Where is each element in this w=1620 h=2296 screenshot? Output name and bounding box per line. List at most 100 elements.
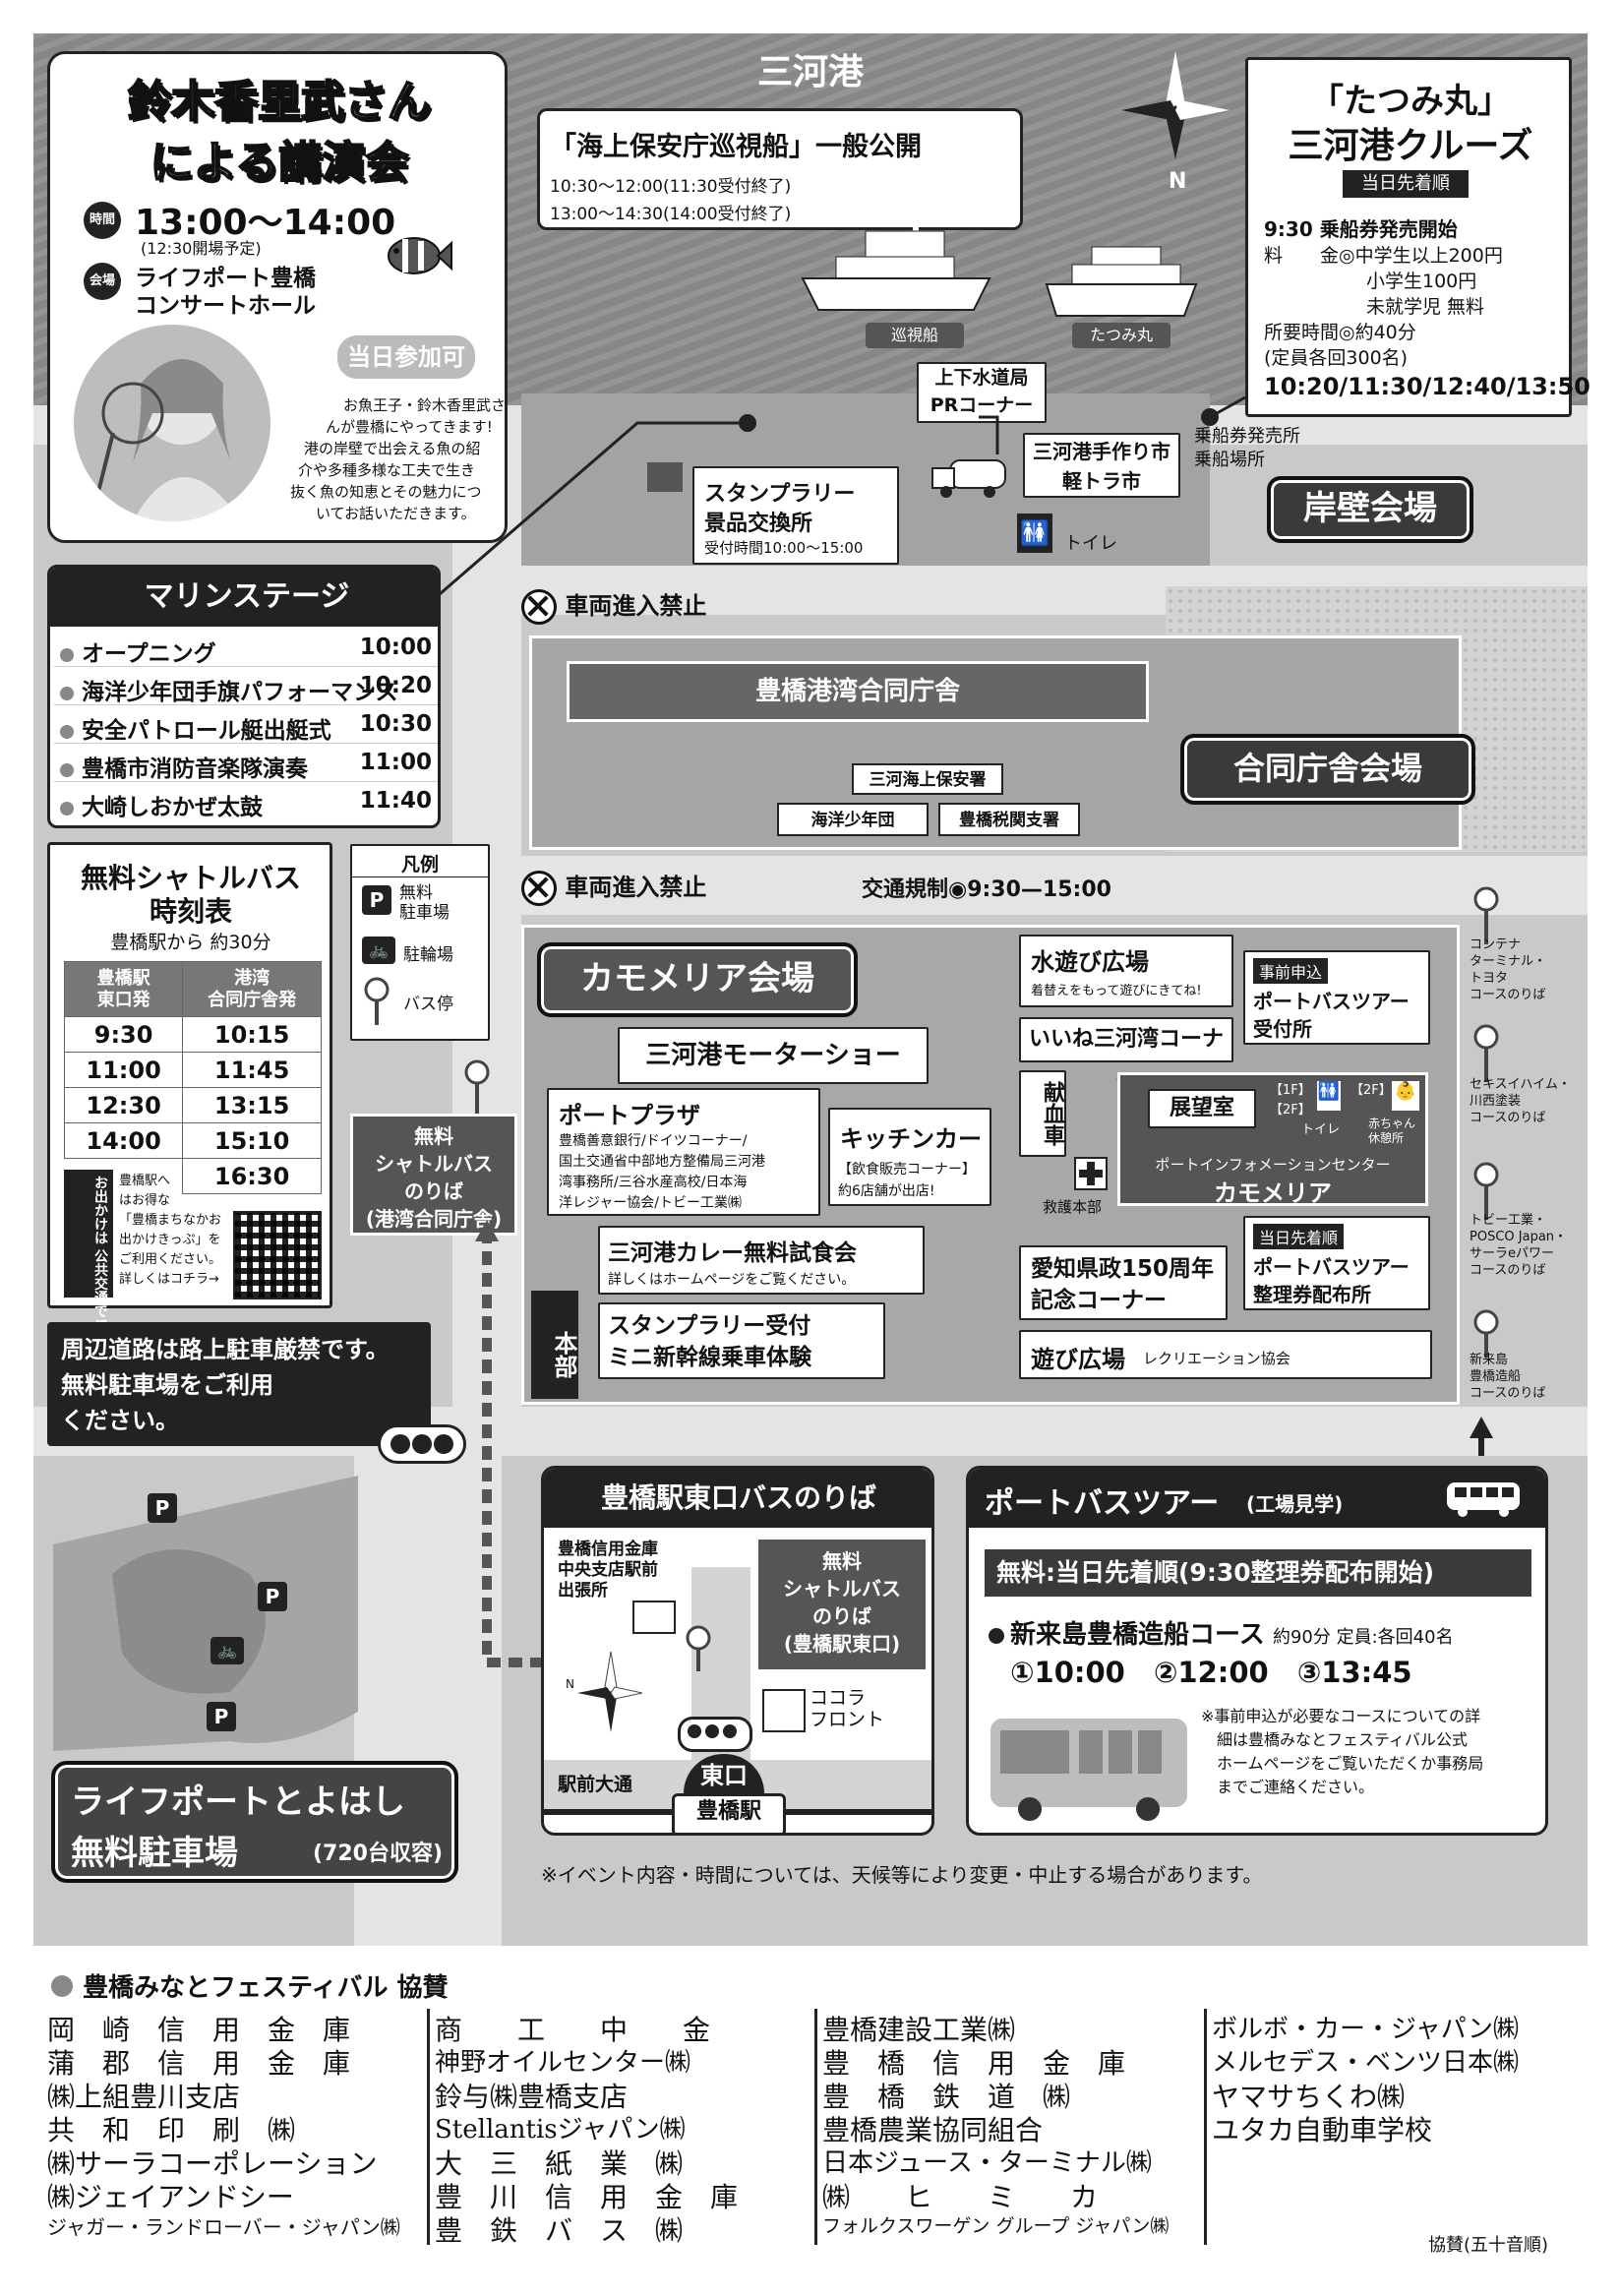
port-plaza: ポートプラザ 豊橋善意銀行/ドイツコーナー/国土交通省中部地方整備局三河港湾事務… (547, 1088, 820, 1216)
parking-icon: P (207, 1702, 236, 1731)
venue-2: コンサートホール (135, 293, 316, 319)
water-play-area: 水遊び広場 着替えをもって遊びにきてね! (1019, 935, 1233, 1007)
bus-stop-label: セキスイハイム・川西塗装コースのりば (1470, 1077, 1571, 1125)
traffic-restriction: 交通規制◉9:30—15:00 (862, 877, 1111, 902)
station-bus-box: 豊橋駅東口バスのりば 豊橋信用金庫中央支店駅前出張所 無料シャトルバスのりば(豊… (541, 1466, 934, 1836)
marine-stage-title: マリンステージ (50, 568, 438, 627)
patrol-title: 「海上保安庁巡視船」一般公開 (550, 132, 922, 162)
sponsor-order-note: 協賛(五十音順) (1428, 2235, 1549, 2256)
patrol-ship-box: 「海上保安庁巡視船」一般公開 10:30〜12:00(11:30受付終了) 13… (537, 108, 1023, 230)
bus-stop-icon (1471, 1308, 1501, 1358)
patrol-ship-icon (797, 172, 993, 320)
bus-tour-banner: 無料:当日先着順(9:30整理券配布開始) (985, 1549, 1531, 1597)
toilet-label: トイレ (1064, 533, 1117, 554)
port-shuttle-stop: 無料シャトルバスのりば(港湾合同庁舎) (350, 1114, 517, 1236)
bus-icon (1445, 1479, 1524, 1518)
bicycle-icon: 🚲 (362, 937, 395, 964)
traffic-light-icon (678, 1717, 752, 1752)
qr-code[interactable] (233, 1211, 322, 1299)
disclaimer: ※イベント内容・時間については、天候等により変更・中止する場合があります。 (541, 1863, 1263, 1887)
traffic-light-icon (378, 1424, 466, 1464)
street-label: 駅前大通 (558, 1774, 633, 1795)
cruise-times: 10:20/11:30/12:40/13:50 (1264, 373, 1590, 400)
bus-stop-icon (1471, 885, 1501, 944)
bus-stop-label: 新来島豊橋造船コースのりば (1470, 1353, 1546, 1401)
walk-in-badge: 当日参加可 (335, 333, 477, 381)
time-label: 時間 (84, 202, 121, 239)
bus-stop-icon (1471, 1023, 1501, 1082)
cruise-badge: 当日先着順 (1343, 170, 1469, 198)
parking-icon: P (258, 1582, 287, 1611)
curry-tasting: 三河港カレー無料試食会 詳しくはホームページをご覧ください。 (598, 1226, 925, 1295)
patrol-time-2: 13:00〜14:30(14:00受付終了) (550, 205, 792, 224)
venue-1: ライフポート豊橋 (135, 266, 316, 291)
bank-building (632, 1601, 676, 1634)
connector-lines (432, 395, 1246, 602)
lecture-time: 13:00〜14:00 (135, 203, 396, 243)
station-shuttle-stop: 無料シャトルバスのりば(豊橋駅東口) (758, 1540, 926, 1669)
toyohashi-station: 豊橋駅 (672, 1793, 786, 1833)
sponsors-header: 豊橋みなとフェスティバル 協賛 (51, 1967, 582, 2007)
kamomeria-venue-label: カモメリア会場 (537, 942, 858, 1017)
no-entry-icon (521, 589, 557, 625)
cruise-duration: 所要時間◎約40分 (1264, 322, 1416, 343)
motor-show: 三河港モーターショー (618, 1027, 929, 1084)
parking-warning: 周辺道路は路上駐車厳禁です。無料駐車場をご利用ください。 (47, 1322, 431, 1446)
no-entry-sign: 車両進入禁止 (521, 586, 706, 625)
parking-lot-label: ライフポートとよはし 無料駐車場 (720台収容) (51, 1761, 458, 1883)
stamp-exchange: スタンプラリー 景品交換所 受付時間10:00〜15:00 (692, 466, 899, 565)
toilet-icon: 🚻 (1017, 514, 1052, 553)
cruise-price-1: 料 金◎中学生以上200円 (1264, 245, 1503, 267)
cocola-building (762, 1689, 806, 1732)
patrol-ship-label: 巡視船 (866, 323, 964, 348)
port-name: 三河港 (757, 52, 865, 92)
bicycle-icon: 🚲 (210, 1637, 244, 1664)
bank-label: 豊橋信用金庫中央支店駅前出張所 (558, 1540, 658, 1601)
tatsumimaru-ship-icon (1043, 241, 1200, 320)
lecture-title-2: による講演会 (150, 137, 410, 189)
port-bus-tour-box: ポートバスツアー (工場見学) 無料:当日先着順(9:30整理券配布開始) 新来… (966, 1466, 1548, 1836)
no-entry-icon (521, 871, 557, 906)
bus-tour-ticket-desk: 当日先着順 ポートバスツアー 整理券配布所 (1243, 1216, 1430, 1310)
cruise-title-2: 三河港クルーズ (1288, 126, 1533, 166)
fish-icon (385, 231, 453, 280)
gov-venue-label: 合同庁舎会場 (1180, 734, 1475, 805)
public-transport-note: お出かけは 公共交通で! (64, 1170, 113, 1324)
first-aid-label: 救護本部 (1043, 1198, 1103, 1216)
truck-icon (930, 454, 1009, 500)
bus-tour-header: ポートバスツアー (工場見学) (969, 1469, 1545, 1528)
cruise-price-2: 小学生100円 (1366, 271, 1477, 292)
parking-icon: P (148, 1493, 177, 1523)
baby-icon: 👶 (1392, 1081, 1419, 1111)
blood-donation: 献血車 (1019, 1070, 1066, 1157)
coast-guard-office: 三河海上保安署 (852, 763, 1003, 795)
course-line: 新来島豊橋造船コース 約90分 定員:各回40名 (989, 1614, 1454, 1651)
cruise-price-3: 未就学児 無料 (1366, 296, 1485, 318)
ticket-note: 豊橋駅へはお得な「豊橋まちなかお出かけきっぷ」をご利用ください。詳しくはコチラ→ (119, 1174, 222, 1287)
cocola-label: ココラフロント (810, 1687, 885, 1730)
patrol-time-1: 10:30〜12:00(11:30受付終了) (550, 177, 792, 197)
bus-photo (990, 1709, 1187, 1823)
observation-room: 展望室 (1148, 1089, 1256, 1128)
speaker-photo (74, 325, 270, 521)
road (521, 856, 1588, 915)
compass-icon: N (1121, 51, 1230, 199)
course-times: ①10:00 ②12:00 ③13:45 (1010, 1656, 1412, 1689)
bus-tour-note: ※事前申込が必要なコースについての詳細は豊橋みなとフェスティバル公式ホームページ… (1201, 1707, 1484, 1796)
lecture-title-1: 鈴木香里武さん (127, 76, 432, 128)
compass-icon: N (564, 1646, 643, 1734)
handmade-market: 三河港手作り市軽トラ市 (1023, 433, 1180, 498)
open-note: (12:30開場予定) (141, 239, 262, 258)
sponsors-list: 岡 崎 信 用 金 庫 蒲 郡 信 用 金 庫 ㈱上組豊川支店 共 和 印 刷 … (47, 2009, 1582, 2255)
play-area: 遊び広場 レクリエーション協会 (1019, 1330, 1432, 1379)
bus-stop-icon (462, 1058, 492, 1114)
bus-stop-icon (684, 1624, 713, 1671)
bullet-icon (51, 1974, 73, 1997)
